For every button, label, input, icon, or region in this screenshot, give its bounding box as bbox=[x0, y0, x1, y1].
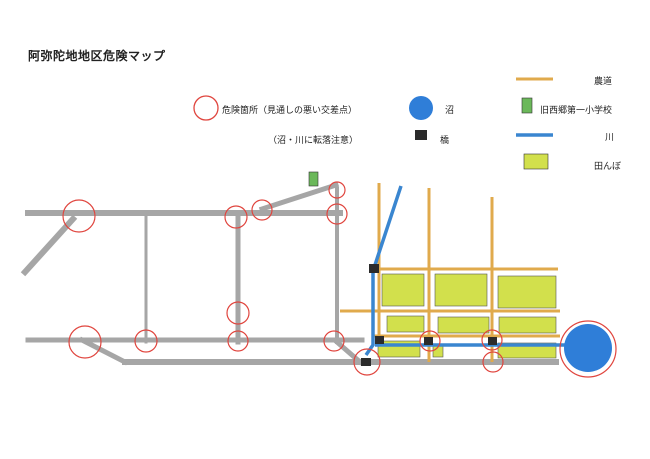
bridges bbox=[361, 264, 497, 366]
danger-circle bbox=[482, 351, 504, 373]
legend-school-symbol bbox=[521, 97, 533, 114]
legend-danger-symbol bbox=[193, 95, 219, 121]
danger-circle bbox=[134, 329, 158, 353]
rice-field bbox=[381, 273, 425, 307]
danger-circle bbox=[227, 330, 249, 352]
rice-field bbox=[497, 275, 557, 309]
legend-school-label: 旧西郷第一小学校 bbox=[540, 106, 613, 116]
legend-bridge-symbol bbox=[415, 130, 427, 140]
bridge bbox=[488, 337, 497, 345]
danger-circle bbox=[323, 330, 345, 352]
swamp bbox=[564, 324, 612, 372]
legend-swamp-label: 沼 bbox=[445, 106, 455, 116]
bridge bbox=[424, 337, 433, 345]
danger-circle bbox=[419, 330, 441, 352]
danger-circle bbox=[328, 181, 346, 199]
rice-field bbox=[434, 273, 488, 307]
legend-river-label: 川 bbox=[605, 133, 615, 143]
danger-circle bbox=[226, 301, 250, 325]
road bbox=[20, 214, 78, 277]
danger-circle bbox=[68, 325, 102, 359]
bridge bbox=[369, 264, 379, 273]
rice-field bbox=[386, 315, 425, 333]
river bbox=[364, 185, 403, 357]
road bbox=[258, 181, 340, 213]
legend-danger-sub: （沼・川に転落注意） bbox=[268, 136, 359, 146]
road bbox=[78, 336, 129, 366]
bridge bbox=[361, 358, 371, 366]
rice-field bbox=[498, 316, 557, 334]
legend-swamp-symbol bbox=[409, 96, 433, 120]
roads bbox=[20, 181, 559, 366]
rice-field bbox=[437, 316, 490, 334]
map-title: 阿弥陀地地区危険マップ bbox=[28, 49, 166, 63]
danger-circle bbox=[353, 348, 381, 376]
road bbox=[333, 338, 364, 366]
legend-danger-label: 危険箇所（見通しの悪い交差点） bbox=[222, 106, 358, 116]
bridge bbox=[375, 336, 384, 344]
danger-circle bbox=[62, 199, 96, 233]
legend-farm-road-label: 農道 bbox=[594, 77, 613, 87]
danger-circle bbox=[251, 199, 273, 221]
danger-circle bbox=[481, 329, 503, 351]
danger-circle bbox=[326, 203, 348, 225]
legend-rice-field-symbol bbox=[523, 153, 549, 170]
danger-spots bbox=[62, 181, 617, 378]
danger-circle bbox=[559, 320, 617, 378]
danger-circle bbox=[224, 205, 248, 229]
farm-roads bbox=[340, 183, 560, 362]
school-marker bbox=[308, 171, 319, 187]
legend-bridge-label: 橋 bbox=[440, 136, 450, 146]
legend-rice-field-label: 田んぼ bbox=[594, 162, 622, 172]
